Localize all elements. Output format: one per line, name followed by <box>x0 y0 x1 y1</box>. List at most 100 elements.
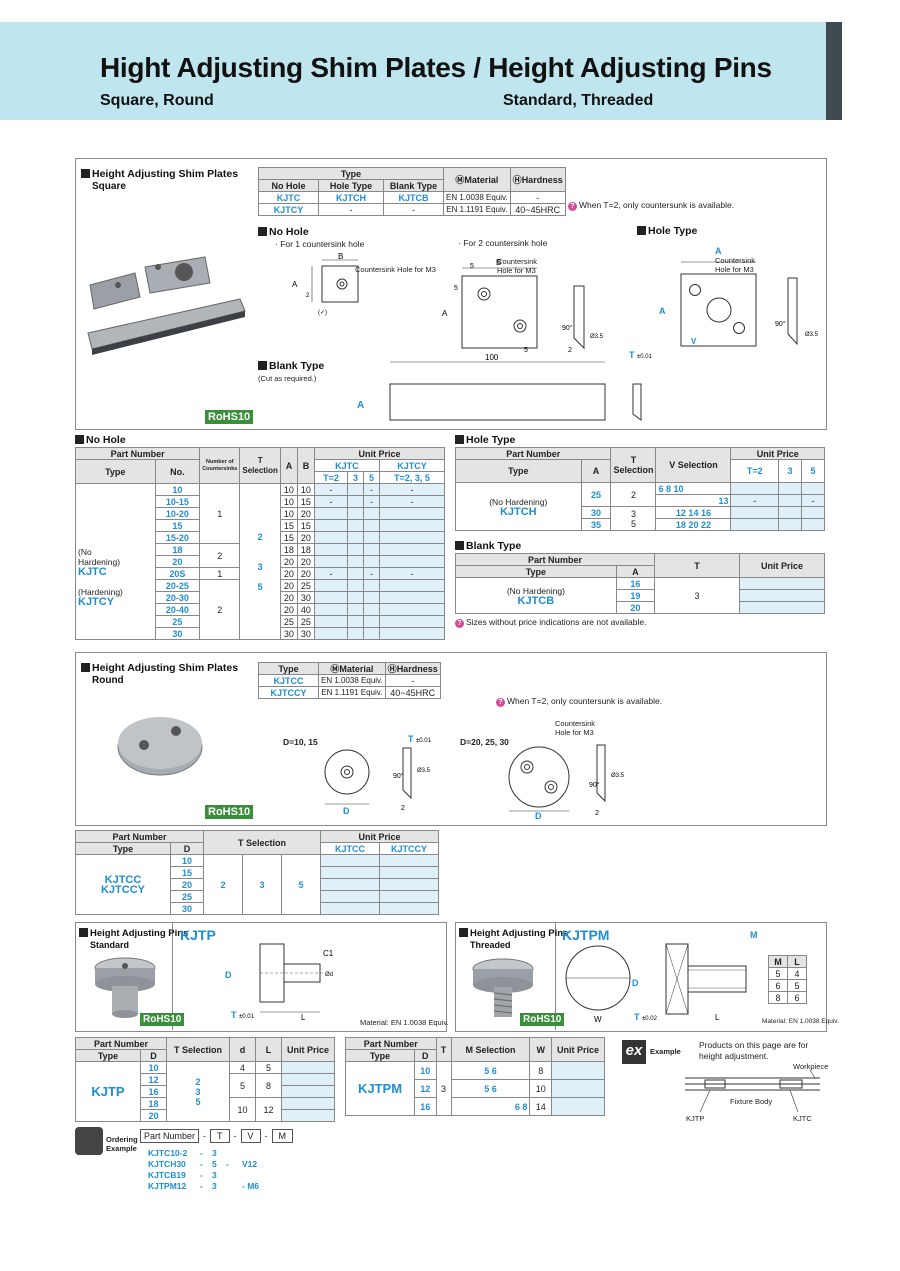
d1015-label: D=10, 15 <box>283 737 318 747</box>
price-cell <box>347 579 364 592</box>
table-cell: 30 <box>296 627 315 640</box>
pin-std-code: KJTP <box>180 927 216 943</box>
table-cell: 30 <box>296 591 315 604</box>
ordering-cell <box>242 1170 282 1181</box>
ordering-cell: - <box>200 1181 203 1191</box>
round-note: When T=2, only countersunk is available. <box>496 696 662 707</box>
col-no-hole: No Hole <box>258 179 319 192</box>
price-cell <box>281 1061 335 1074</box>
ordering-row: KJTPM12-3- M6 <box>148 1181 282 1192</box>
price-cell <box>379 878 439 891</box>
field-m: M <box>271 1129 294 1143</box>
table-header: Type <box>258 662 319 675</box>
table-cell: 10 <box>296 483 315 496</box>
table-cell: 10 <box>414 1061 437 1080</box>
table-cell: 2 <box>203 854 244 915</box>
price-cell <box>551 1097 605 1116</box>
price-cell: - <box>730 494 780 507</box>
ordering-cell: - <box>200 1159 203 1169</box>
price-cell <box>378 507 446 520</box>
table-cell: KJTP <box>75 1061 141 1122</box>
price-cell <box>347 507 364 520</box>
divider <box>555 922 556 1030</box>
square-plates-photo <box>87 256 246 355</box>
table-header: Part Number <box>74 447 201 460</box>
example-drawing <box>685 1070 820 1113</box>
kjtpm-table: Part Number T M Selection W Unit Price T… <box>345 1037 605 1116</box>
svg-text:90°: 90° <box>775 320 786 328</box>
no-hole-label: No Hole <box>258 226 309 238</box>
hole-table-heading: Hole Type <box>455 434 515 446</box>
ordering-cell: KJTC10-2 <box>148 1148 188 1158</box>
ordering-cell: 5 <box>212 1159 217 1169</box>
table-cell: KJTCH <box>318 191 384 204</box>
svg-text:Ød: Ød <box>325 972 333 978</box>
table-header: Type <box>75 1049 141 1062</box>
square-heading: Height Adjusting Shim Plates <box>81 168 238 180</box>
table-header: Part Number <box>455 553 655 566</box>
svg-text:A: A <box>357 400 364 411</box>
ordering-cell: 3 <box>212 1181 217 1191</box>
table-cell: 20-25 <box>154 579 201 592</box>
price-cell <box>362 507 380 520</box>
svg-text:2: 2 <box>595 810 599 817</box>
price-cell <box>313 603 349 616</box>
price-cell <box>730 506 780 519</box>
table-cell: 5 <box>281 854 321 915</box>
price-cell <box>347 483 364 496</box>
table-header: d <box>229 1037 256 1062</box>
svg-text:T: T <box>408 734 414 744</box>
ordering-cell: - <box>226 1159 229 1169</box>
table-cell: 5 <box>787 979 807 992</box>
pin-thr-section <box>455 922 827 1032</box>
svg-text:±0.02: ±0.02 <box>642 1016 658 1022</box>
price-cell <box>320 902 380 915</box>
table-cell: 2 <box>199 543 241 568</box>
table-cell: - <box>318 203 384 216</box>
table-cell: 20 <box>279 603 298 616</box>
hole-type-label: Hole Type <box>637 225 697 237</box>
ordering-icon <box>75 1127 103 1155</box>
table-cell: 10-15 <box>154 495 201 508</box>
table-cell: 15 <box>279 519 298 532</box>
price-cell <box>362 615 380 628</box>
price-cell <box>378 531 446 544</box>
price-cell <box>362 543 380 556</box>
table-cell: 20 <box>279 591 298 604</box>
cs-m3-label: Countersink Hole for M3 <box>355 265 436 274</box>
price-cell: - <box>313 483 349 496</box>
ordering-cell: - <box>200 1170 203 1180</box>
price-cell <box>378 555 446 568</box>
price-cell: - <box>378 567 446 580</box>
table-cell: 20 <box>154 555 201 568</box>
price-cell: - <box>378 495 446 508</box>
svg-text:B: B <box>338 252 343 261</box>
pin-thr-drawing: W D M T ±0.02 L <box>565 930 758 1024</box>
table-cell: 20 <box>279 555 298 568</box>
ordering-cell: V12 <box>242 1159 258 1169</box>
price-cell <box>362 603 380 616</box>
table-cell: 18 <box>296 543 315 556</box>
table-header: 5 <box>800 459 826 483</box>
price-cell <box>347 627 364 640</box>
square-note: When T=2, only countersunk is available. <box>568 200 734 211</box>
price-cell <box>378 591 446 604</box>
round-type-table: Type ⓂMaterial ⒽHardness KJTCC EN 1.0038… <box>258 662 441 699</box>
svg-text:M: M <box>750 930 758 940</box>
table-cell: 16 <box>414 1097 437 1116</box>
one-hole-label: · For 1 countersink hole <box>275 239 365 249</box>
svg-text:100: 100 <box>485 353 499 362</box>
table-cell: 12 <box>414 1079 437 1098</box>
price-cell <box>320 854 380 867</box>
table-cell: 6 <box>787 991 807 1004</box>
price-cell <box>739 601 825 614</box>
price-cell <box>362 555 380 568</box>
two-hole-label: · For 2 countersink hole <box>458 238 548 248</box>
table-header: Type <box>75 842 171 855</box>
one-hole-drawing: B A 2 (✓) <box>292 252 359 316</box>
price-cell <box>378 627 446 640</box>
pin-std-subheading: Standard <box>90 940 130 950</box>
